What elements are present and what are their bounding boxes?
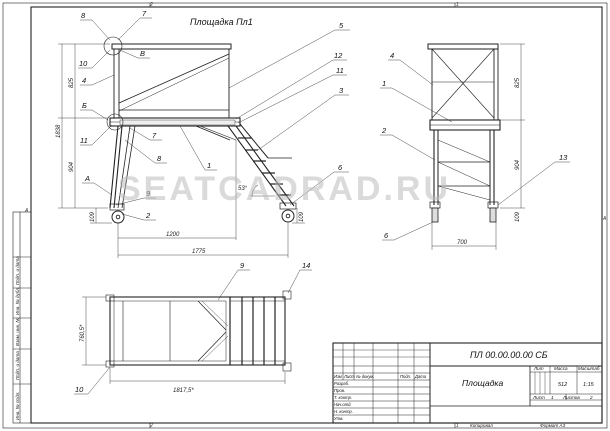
side-dim-height-upper: 825 [515, 77, 521, 88]
zone-mark-top-1: 1 [456, 2, 459, 8]
sheets-label: Листов [562, 395, 580, 400]
callout-front-11b: 11 [80, 136, 88, 145]
callout-side-2: 2 [381, 126, 387, 135]
side-stamp-column [12, 211, 32, 424]
front-view-callouts: 8 7 10 В 4 5 12 11 3 Б 11 7 8 1 6 А 9 2 [79, 9, 344, 220]
dim-caster-right: 109 [299, 211, 305, 222]
dim-height-total: 1838 [56, 124, 62, 138]
side-view-dim-text: 825 904 109 700 [457, 77, 521, 246]
front-view [103, 36, 297, 224]
side-label-podp-data-1: Подп. и дата [15, 351, 20, 380]
top-view-dim-text: 760,5* 1817,5* [80, 324, 194, 394]
role-prov: Пров. [334, 388, 345, 393]
watermark: SEATCADRAD.RU [118, 170, 451, 208]
role-utv: Утв. [334, 416, 344, 421]
mass-value: 512 [558, 382, 567, 388]
callout-front-9: 9 [146, 189, 151, 198]
dim-caster-left: 109 [90, 211, 96, 222]
callout-front-11: 11 [336, 66, 344, 75]
top-view-leaders [74, 269, 312, 395]
zone-mark-right-a: А [602, 216, 607, 222]
role-n-kontr: Н. контр. [334, 409, 353, 414]
front-view-dim-text: 1838 825 904 109 109 1200 1775 53° [56, 77, 305, 255]
role-razrab: Разраб. [334, 381, 349, 386]
front-view-leaders [78, 17, 350, 221]
sheet-number: 1 [551, 395, 554, 400]
hdr-list: Лист [343, 374, 355, 379]
callout-side-1: 1 [382, 79, 386, 88]
front-view-dimensions [58, 43, 305, 258]
title-block-text: ПЛ 00.00.00.00 СБ Площадка Лит Масса Мас… [334, 350, 600, 421]
title-block [332, 342, 603, 424]
callout-front-7b: 7 [152, 131, 157, 140]
hdr-date: Дата [414, 374, 427, 379]
dim-angle: 53° [238, 186, 248, 192]
callout-side-6: 6 [384, 231, 389, 240]
callout-side-4: 4 [390, 51, 394, 60]
document-name: Площадка [462, 378, 503, 388]
top-dim-length: 1817,5* [173, 388, 194, 394]
view-title: Площадка Пл1 [190, 17, 253, 27]
col-scale-label: Масштаб [578, 366, 600, 371]
side-dim-caster: 109 [515, 211, 521, 222]
side-view-dimensions [431, 43, 525, 250]
callout-front-1: 1 [207, 161, 211, 170]
col-lit-label: Лит [533, 366, 544, 371]
callout-front-10: 10 [79, 59, 88, 68]
document-designation: ПЛ 00.00.00.00 СБ [470, 350, 548, 360]
callout-front-4: 4 [82, 76, 86, 85]
footer-copied: Копировал [470, 423, 493, 428]
callout-front-А: А [84, 174, 90, 183]
top-view-callouts: 9 14 10 [75, 261, 310, 394]
sheet-label: Лист [532, 395, 545, 400]
dim-height-upper: 825 [69, 77, 75, 88]
side-view-leaders [380, 59, 570, 241]
callout-front-5: 5 [339, 21, 344, 30]
side-dim-height-lower: 904 [515, 159, 521, 170]
side-label-inv-podl: Инв. № подл. [15, 391, 20, 420]
callout-front-3: 3 [339, 86, 344, 95]
side-label-vzam-inv: Взам. инв. № [15, 318, 20, 346]
scale-value: 1:15 [583, 382, 595, 388]
callout-front-B: В [140, 49, 145, 58]
side-label-podp-data-2: Подп. и дата [15, 256, 20, 285]
top-dim-width: 760,5* [80, 324, 86, 342]
hdr-izm: Изм [334, 374, 342, 379]
callout-front-6: 6 [338, 163, 343, 172]
side-stamp-labels: Инв. № подл. Подп. и дата Взам. инв. № И… [15, 256, 20, 420]
callout-top-9: 9 [240, 261, 245, 270]
zone-mark-bottom-1: 1 [456, 423, 459, 429]
side-view-callouts: 4 1 2 13 6 [381, 51, 568, 240]
footer-format: Формат А3 [540, 423, 566, 428]
sheet-footer: Копировал Формат А3 [470, 423, 566, 428]
callout-front-7: 7 [142, 9, 147, 18]
zone-mark-top-2: 2 [149, 2, 153, 8]
zone-marks: 2 1 2 1 А А [24, 2, 607, 429]
top-view [105, 290, 292, 372]
side-label-inv-dubl: Инв. № дубл. [15, 287, 20, 315]
callout-side-13: 13 [559, 153, 568, 162]
role-nach-otd: Нач.отд. [334, 402, 352, 407]
col-mass-label: Масса [554, 366, 568, 371]
callout-front-8b: 8 [157, 154, 162, 163]
zone-mark-bottom-2: 2 [149, 423, 153, 429]
callout-front-8: 8 [81, 11, 86, 20]
role-t-kontr: Т. контр. [334, 395, 352, 400]
hdr-doc: № докум. [356, 374, 374, 379]
callout-top-14: 14 [302, 261, 310, 270]
dim-height-lower: 904 [69, 161, 75, 172]
dim-width-1775: 1775 [192, 249, 206, 255]
callout-front-2: 2 [145, 211, 151, 220]
zone-mark-left-a: А [24, 208, 29, 214]
callout-front-Б: Б [82, 101, 87, 110]
callout-top-10: 10 [75, 385, 84, 394]
dim-width-1200: 1200 [166, 232, 180, 238]
top-view-dimensions [82, 296, 286, 384]
hdr-sign: Подп. [400, 374, 411, 379]
callout-front-12: 12 [334, 51, 343, 60]
side-dim-width: 700 [457, 240, 468, 246]
sheets-total: 2 [589, 395, 593, 400]
